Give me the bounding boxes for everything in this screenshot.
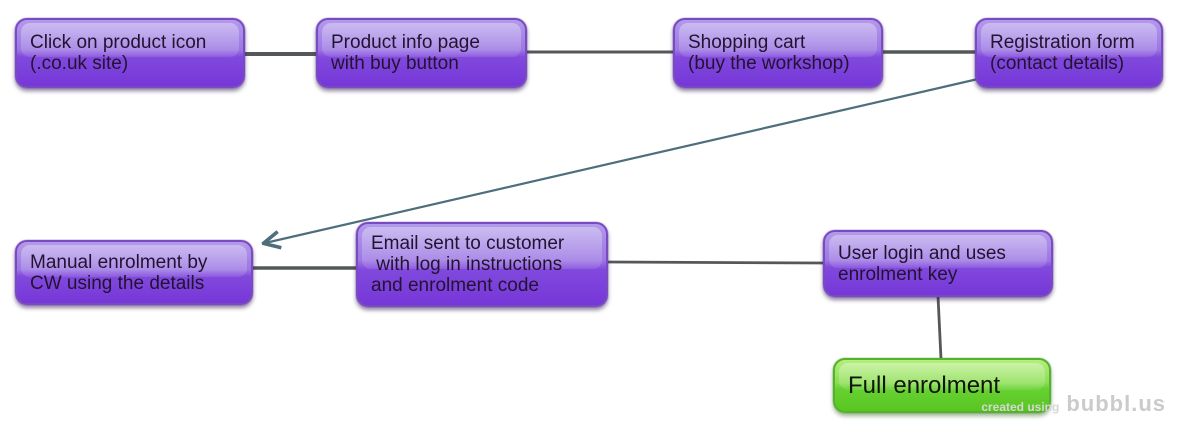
- connector-userlogin-to-fullenrolment: [936, 295, 943, 360]
- node-email-sent[interactable]: Email sent to customer with log in instr…: [356, 222, 608, 307]
- watermark: created using bubbl.us: [981, 391, 1166, 417]
- node-user-login[interactable]: User login and uses enrolment key: [823, 230, 1053, 297]
- node-full-enrolment[interactable]: Full enrolment: [833, 358, 1051, 413]
- node-label: Shopping cart (buy the workshop): [688, 32, 850, 74]
- node-manual-enrolment[interactable]: Manual enrolment by CW using the details: [15, 240, 253, 305]
- node-label: Registration form (contact details): [990, 32, 1135, 74]
- node-label: Manual enrolment by CW using the details: [30, 251, 208, 294]
- connector-email-to-userlogin: [607, 260, 825, 265]
- node-label: Product info page with buy button: [331, 32, 480, 74]
- watermark-bubbl-us-logo[interactable]: bubbl.us: [1066, 391, 1166, 416]
- node-product-info-page[interactable]: Product info page with buy button: [316, 18, 527, 88]
- watermark-prefix: created using: [981, 400, 1060, 414]
- node-click-product-icon[interactable]: Click on product icon (.co.uk site): [15, 18, 245, 88]
- node-label: User login and uses enrolment key: [838, 242, 1006, 285]
- node-label: Click on product icon (.co.uk site): [30, 32, 207, 74]
- connector-registration-to-manual-arrow: [265, 77, 979, 243]
- node-label: Email sent to customer with log in instr…: [371, 233, 565, 296]
- node-shopping-cart[interactable]: Shopping cart (buy the workshop): [673, 18, 883, 88]
- node-label: Full enrolment: [848, 371, 1001, 399]
- node-registration-form[interactable]: Registration form (contact details): [975, 18, 1163, 88]
